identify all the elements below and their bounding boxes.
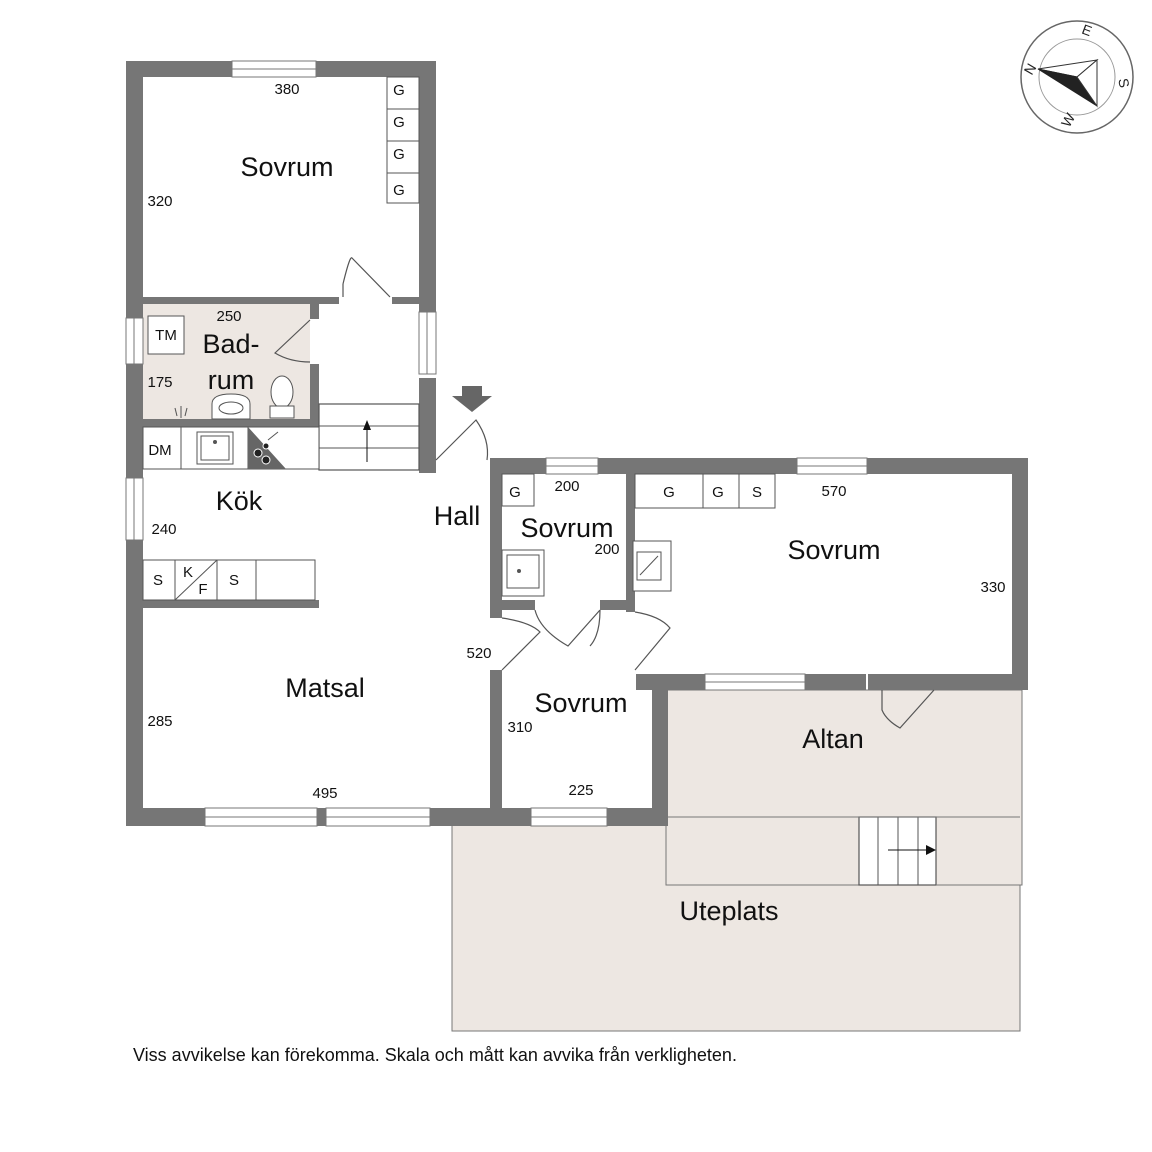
freezer-label: F	[198, 581, 207, 598]
cabinet-label: S	[752, 484, 762, 501]
hall-stairs	[318, 403, 420, 471]
shower-icon	[174, 406, 188, 418]
room-sovrum-right: Sovrum	[787, 535, 880, 565]
dishwasher-label: DM	[148, 442, 171, 459]
wardrobes-right	[634, 473, 776, 509]
cabinet-label: S	[229, 572, 239, 589]
room-badrum: Bad-	[202, 329, 259, 359]
room-altan: Altan	[802, 724, 864, 754]
fridge-label: K	[183, 564, 193, 581]
kitchen-bottom-counter	[142, 559, 316, 601]
entrance-arrow-icon	[452, 386, 492, 412]
altan-floor	[665, 689, 1023, 886]
laundry-sink-icon	[501, 549, 545, 597]
dim-label: 200	[554, 478, 579, 495]
dim-label: 285	[147, 713, 172, 730]
cabinet-label: S	[153, 572, 163, 589]
wardrobe-label: G	[393, 114, 405, 131]
dim-label: 175	[147, 374, 172, 391]
dim-label: 380	[274, 81, 299, 98]
kitchen-top-counter	[142, 426, 320, 470]
fireplace-icon	[632, 540, 672, 592]
room-sovrum-bottom: Sovrum	[534, 688, 627, 718]
room-kok: Kök	[216, 486, 263, 516]
wardrobes-top	[386, 76, 420, 204]
dim-label: 330	[980, 579, 1005, 596]
room-sovrum-small: Sovrum	[520, 513, 613, 543]
compass-icon	[1020, 20, 1134, 134]
windows	[125, 60, 868, 827]
dim-label: 310	[507, 719, 532, 736]
dim-label: 570	[821, 483, 846, 500]
compass-s-label: S	[1115, 77, 1132, 89]
toilet-icon	[269, 375, 295, 419]
dim-label: 250	[216, 308, 241, 325]
dim-label: 240	[151, 521, 176, 538]
room-uteplats: Uteplats	[679, 896, 778, 926]
doors	[274, 257, 935, 729]
wardrobe-label: G	[663, 484, 675, 501]
disclaimer-text: Viss avvikelse kan förekomma. Skala och …	[133, 1045, 737, 1065]
dim-label: 200	[594, 541, 619, 558]
wardrobe-label: G	[393, 182, 405, 199]
wardrobe-label: G	[393, 82, 405, 99]
washer-box	[147, 315, 185, 355]
sink-icon	[211, 393, 251, 420]
dim-label: 225	[568, 782, 593, 799]
wardrobe-label: G	[712, 484, 724, 501]
washer-label: TM	[155, 327, 177, 344]
wardrobe-label: G	[393, 146, 405, 163]
wardrobe-box	[501, 473, 535, 507]
wardrobe-label: G	[509, 484, 521, 501]
room-sovrum-top: Sovrum	[240, 152, 333, 182]
dim-label: 320	[147, 193, 172, 210]
dim-label: 520	[466, 645, 491, 662]
dim-label: 495	[312, 785, 337, 802]
room-matsal: Matsal	[285, 673, 365, 703]
room-badrum: rum	[208, 365, 255, 395]
room-hall: Hall	[434, 501, 481, 531]
altan-stairs	[858, 816, 937, 886]
